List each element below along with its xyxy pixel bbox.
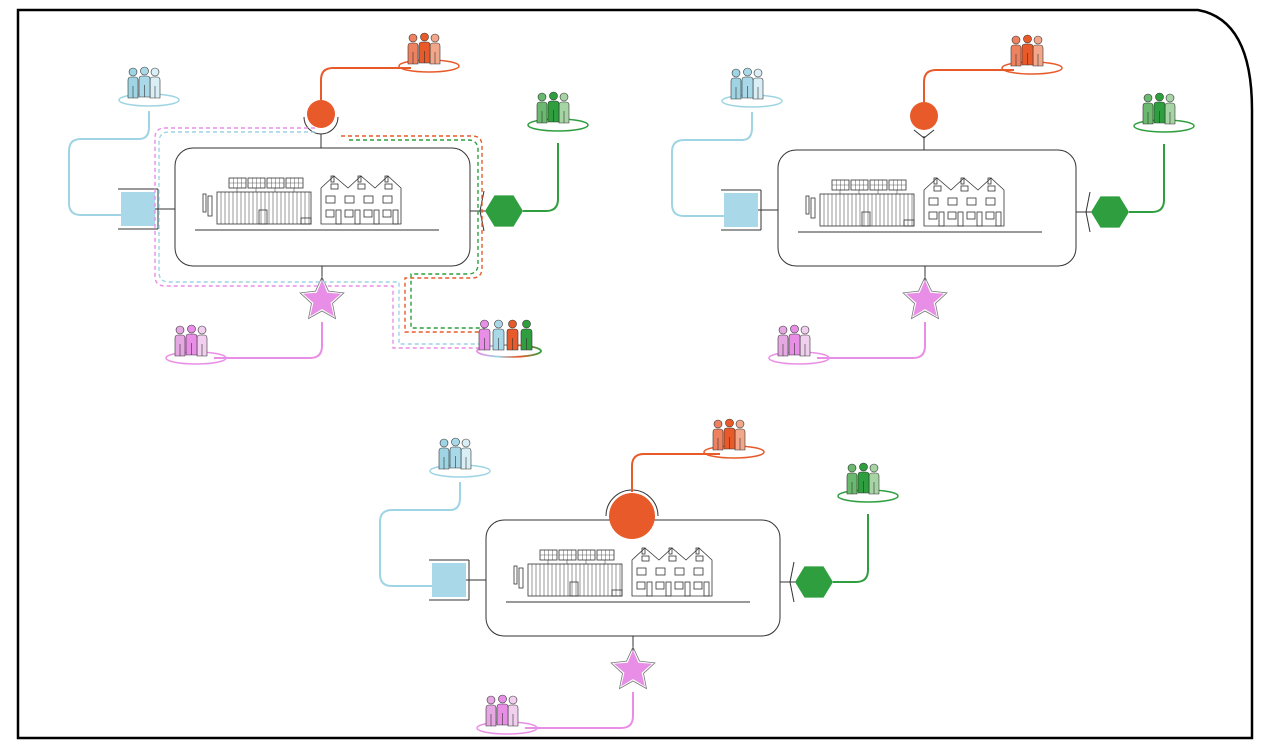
circle-icon (910, 102, 938, 130)
blue-link-line (671, 112, 753, 217)
person-head (743, 67, 752, 77)
pink-group-icon (476, 694, 538, 735)
orange-link-line (320, 67, 411, 100)
row-houses (631, 547, 713, 597)
hexagon-icon (1091, 196, 1129, 228)
green-group-icon (1133, 92, 1195, 133)
green-group-icon (527, 91, 589, 132)
blue-group-icon (429, 437, 491, 478)
person-head (508, 319, 517, 329)
hexagon-icon (485, 195, 523, 227)
person-head (197, 325, 207, 335)
person-head (1143, 93, 1153, 103)
row-houses (923, 177, 1005, 227)
green-link-line (1129, 144, 1165, 213)
orange-group-icon (398, 32, 460, 73)
green-link-line (523, 143, 559, 212)
shared-dashed-link (158, 131, 485, 345)
fork-icon (913, 129, 935, 146)
star-icon (303, 280, 341, 317)
blue-link-line (379, 482, 461, 587)
pink-link-line (214, 322, 323, 359)
person-head (731, 68, 741, 78)
person-head (778, 325, 788, 335)
person-head (1023, 34, 1032, 44)
blue-link-line (68, 111, 150, 216)
pink-link-line (525, 692, 634, 729)
star-icon (906, 280, 944, 317)
square-icon (121, 192, 155, 226)
blue-group-icon (118, 66, 180, 107)
person-head (522, 319, 531, 329)
person-head (800, 325, 810, 335)
person-head (140, 66, 149, 76)
person-head (1165, 93, 1175, 103)
person-head (1011, 35, 1021, 45)
person-head (725, 418, 734, 428)
person-head (753, 68, 763, 78)
pink-group-icon (768, 324, 830, 365)
person-head (790, 324, 799, 334)
person-head (859, 462, 868, 472)
person-head (187, 324, 196, 334)
row-houses (320, 175, 402, 225)
hexagon-icon (795, 566, 833, 598)
person-head (559, 92, 569, 102)
person-head (486, 695, 496, 705)
shared-dashed-link (341, 135, 485, 333)
pink-link-line (817, 322, 926, 359)
orange-link-line (631, 453, 720, 492)
shared-dashed-link (154, 127, 485, 349)
person-head (150, 67, 160, 77)
green-group-icon (837, 462, 899, 503)
orange-group-icon (703, 418, 765, 459)
person-head (461, 438, 471, 448)
green-link-line (833, 514, 869, 583)
circle-icon (609, 493, 655, 539)
blue-group-icon (721, 67, 783, 108)
person-head (735, 419, 745, 429)
person-head (498, 694, 507, 704)
person-head (508, 695, 518, 705)
circle-icon (307, 100, 335, 128)
person-head (175, 325, 185, 335)
person-head (480, 319, 489, 329)
person-head (439, 438, 449, 448)
person-head (713, 419, 723, 429)
person-head (430, 33, 440, 43)
person-head (420, 32, 429, 42)
orange-group-icon (1001, 34, 1063, 75)
person-head (1033, 35, 1043, 45)
person-head (451, 437, 460, 447)
square-icon (432, 563, 466, 597)
person-head (537, 92, 547, 102)
star-icon (614, 650, 652, 687)
person-head (408, 33, 418, 43)
frame-border (16, 8, 1254, 740)
buildings-illustration (798, 177, 1042, 233)
person-head (847, 463, 857, 473)
buildings-illustration (195, 175, 439, 231)
person-head (494, 319, 503, 329)
person-head (1155, 92, 1164, 102)
pink-group-icon (165, 324, 227, 365)
shared-community-group-icon (476, 319, 542, 358)
square-icon (724, 193, 758, 227)
person-head (549, 91, 558, 101)
person-head (128, 67, 138, 77)
orange-link-line (923, 69, 1014, 102)
half-ring-icon (303, 116, 339, 135)
person-head (869, 463, 879, 473)
buildings-illustration (506, 547, 750, 603)
community-box (174, 147, 471, 267)
community-box (777, 149, 1077, 267)
